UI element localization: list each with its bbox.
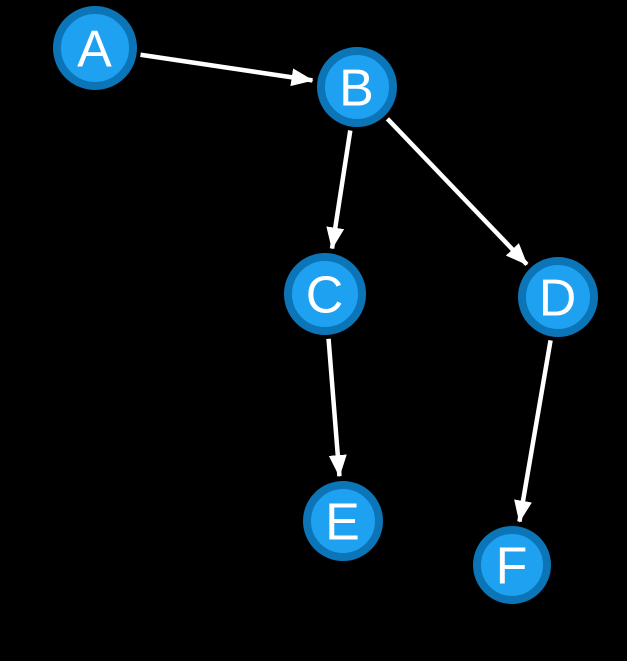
node-circle-E[interactable] [303,481,383,561]
graph-node-D[interactable]: D [518,257,598,337]
node-circle-D[interactable] [518,257,598,337]
graph-node-A[interactable]: A [53,6,137,90]
node-circle-F[interactable] [473,526,551,604]
edge-D-F [514,339,553,523]
graph-node-F[interactable]: F [473,526,551,604]
node-circle-C[interactable] [284,253,366,335]
edge-B-D [385,117,529,267]
graph-node-E[interactable]: E [303,481,383,561]
graph-node-C[interactable]: C [284,253,366,335]
graph-node-B[interactable]: B [317,47,397,127]
edge-B-C [326,130,353,250]
edge-A-B [140,52,314,87]
node-circle-B[interactable] [317,47,397,127]
node-circle-A[interactable] [53,6,137,90]
edge-C-E [326,338,347,478]
